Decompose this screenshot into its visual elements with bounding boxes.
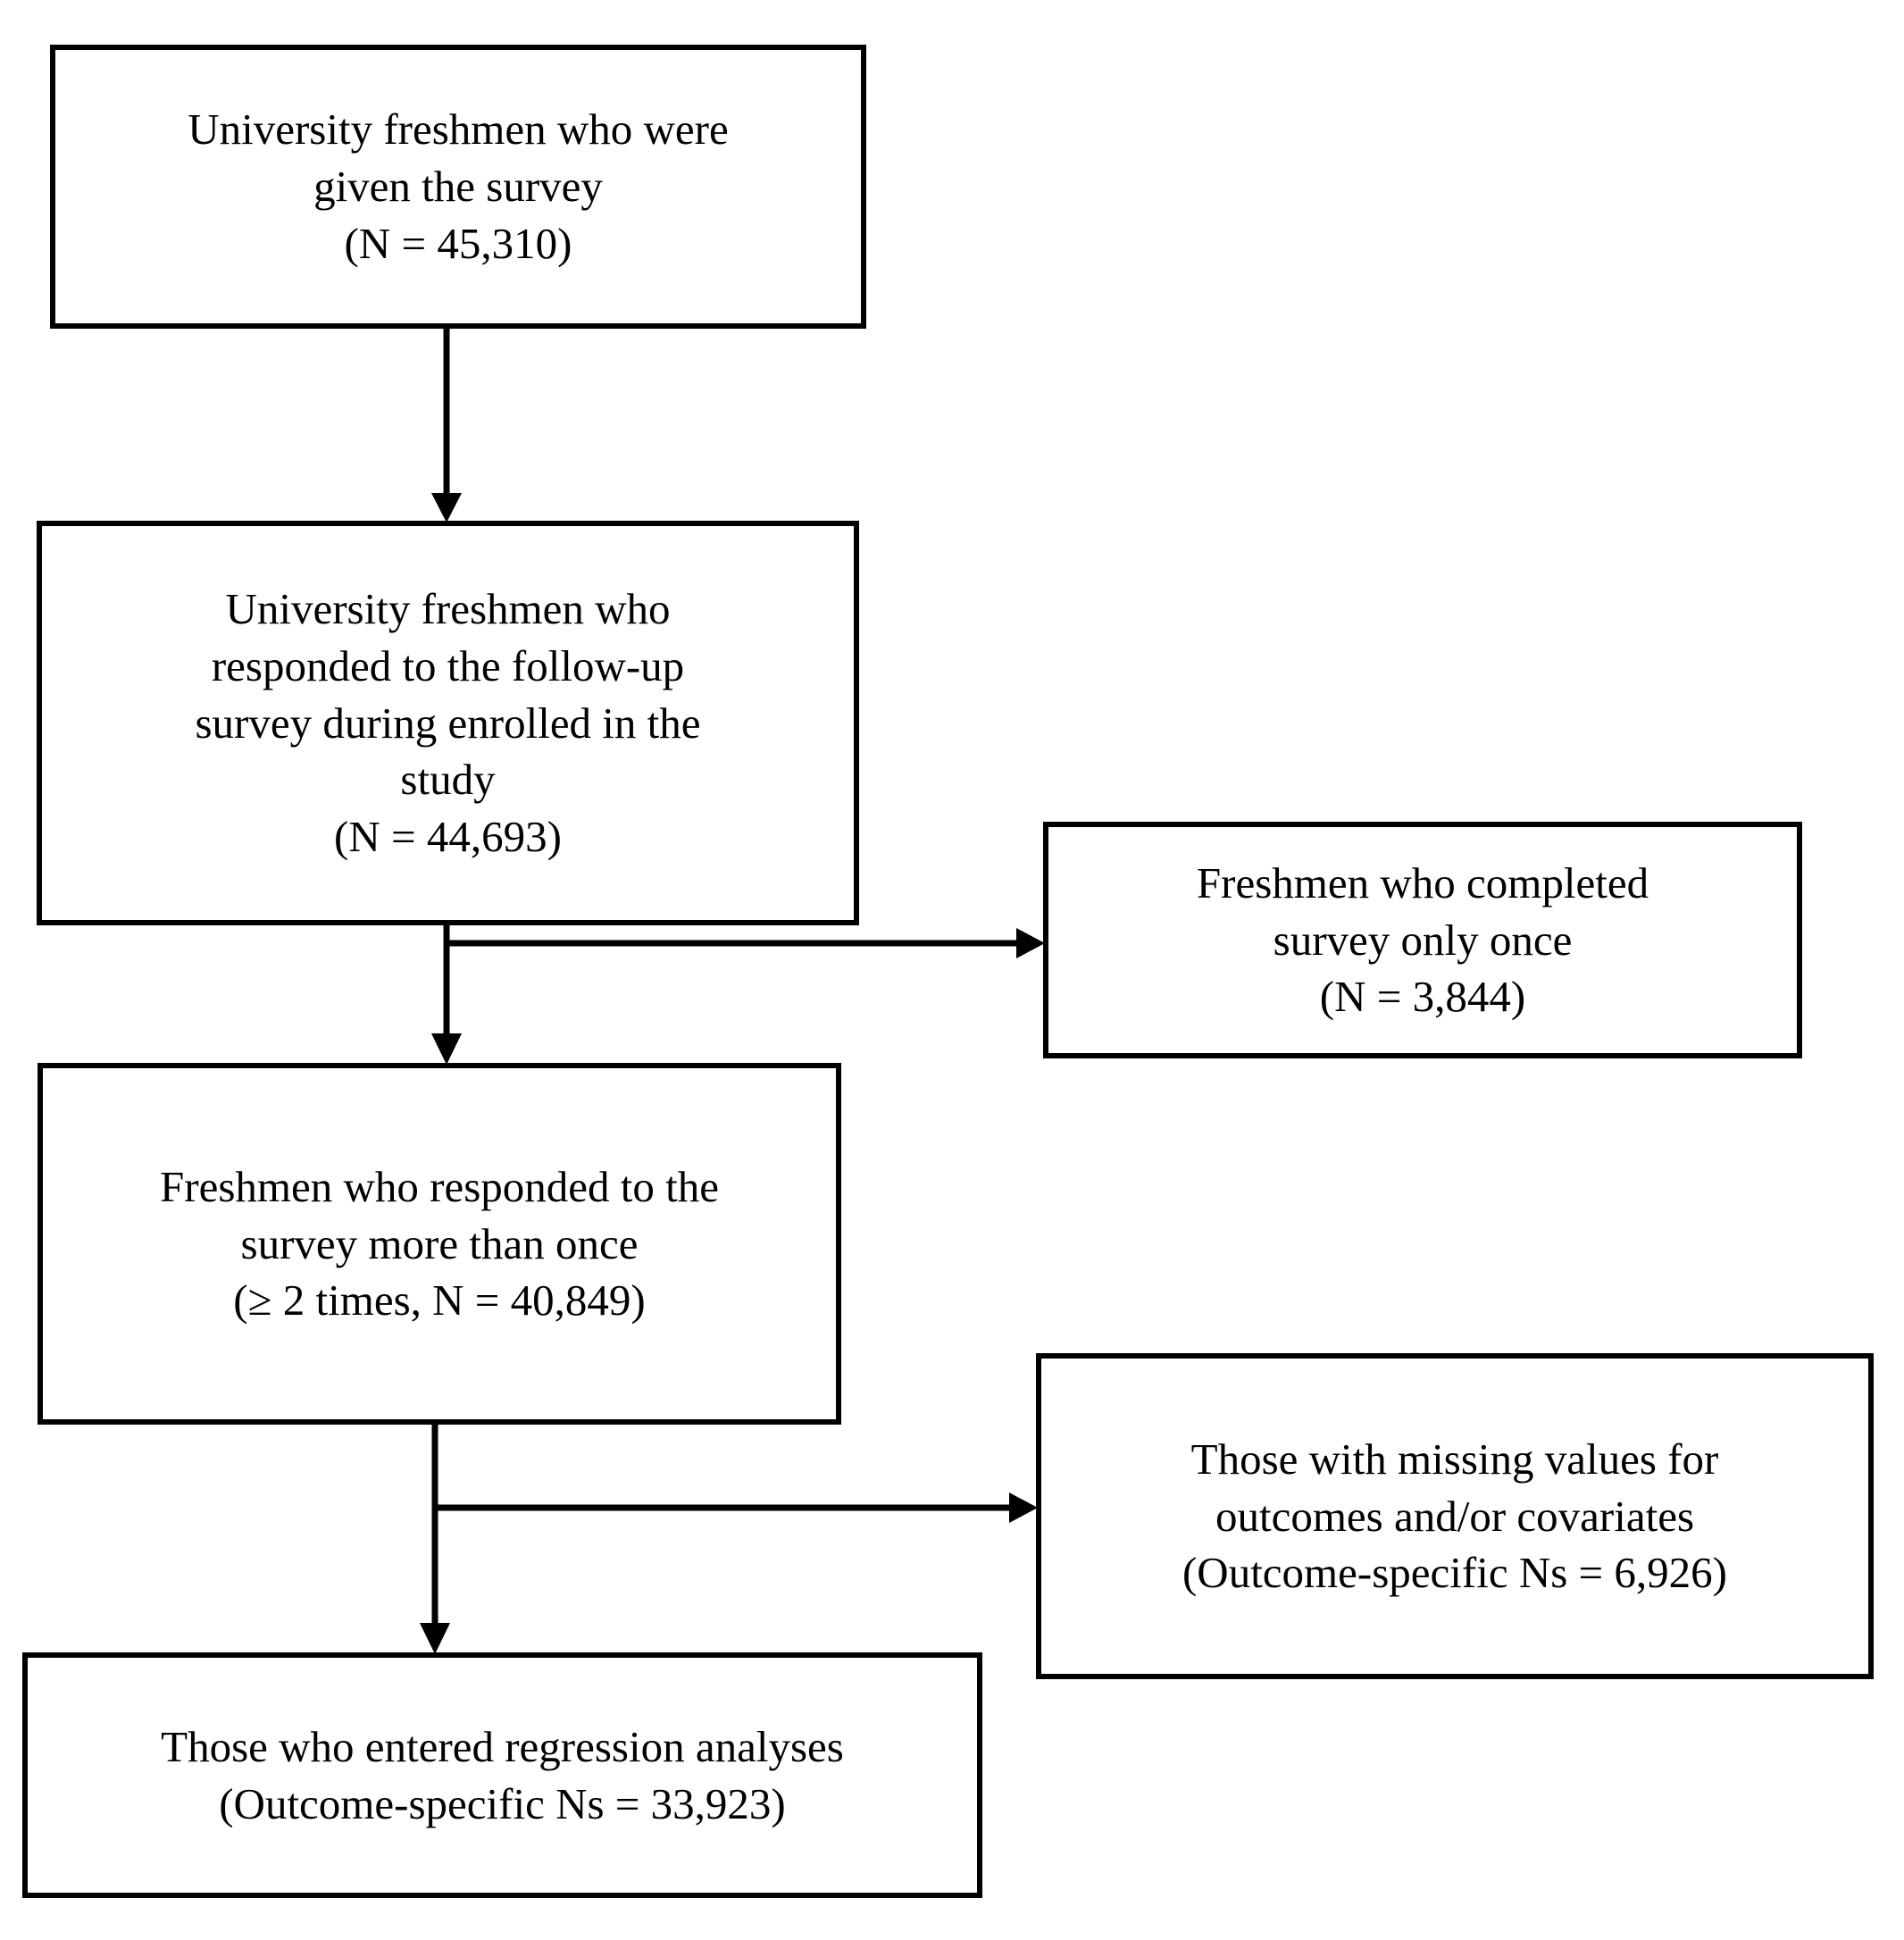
- box-given-line-2: given the survey: [313, 162, 603, 212]
- box-regression-line-2: (Outcome-specific Ns = 33,923): [219, 1778, 786, 1828]
- box-those-with-missing-values: Those with missing values for outcomes a…: [1036, 1353, 1874, 1679]
- box-followup-line-1: University freshmen who: [225, 584, 671, 634]
- box-morethan-line-2: survey more than once: [240, 1218, 639, 1268]
- box-given-line-3: (N = 45,310): [344, 218, 572, 268]
- box-followup-line-4: study: [400, 755, 496, 805]
- box-morethan-line-3: (≥ 2 times, N = 40,849): [233, 1275, 646, 1325]
- box-freshmen-completed-survey-once: Freshmen who completed survey only once …: [1043, 822, 1802, 1058]
- box-those-who-entered-regression-analyses: Those who entered regression analyses (O…: [22, 1652, 982, 1898]
- box-once-line-2: survey only once: [1273, 915, 1573, 965]
- box-given-line-1: University freshmen who were: [188, 105, 729, 155]
- arrow-followup-to-morethan: [431, 943, 462, 1065]
- box-once-line-1: Freshmen who completed: [1196, 857, 1649, 907]
- box-university-freshmen-given-survey: University freshmen who were given the s…: [50, 45, 866, 329]
- box-university-freshmen-responded-followup: University freshmen who responded to the…: [37, 521, 859, 925]
- box-missing-line-1: Those with missing values for: [1190, 1434, 1719, 1484]
- box-regression-line-1: Those who entered regression analyses: [161, 1721, 844, 1771]
- box-followup-line-2: responded to the follow-up: [211, 640, 685, 690]
- arrow-given-to-followup: [431, 329, 462, 523]
- box-freshmen-responded-more-than-once: Freshmen who responded to the survey mor…: [38, 1063, 841, 1425]
- arrow-morethan-to-regression: [420, 1508, 450, 1654]
- arrow-morethan-to-missing: [431, 1425, 1038, 1523]
- box-missing-line-3: (Outcome-specific Ns = 6,926): [1182, 1548, 1727, 1598]
- box-followup-line-3: survey during enrolled in the: [195, 698, 701, 748]
- box-followup-line-5: (N = 44,693): [334, 812, 562, 862]
- box-once-line-3: (N = 3,844): [1319, 972, 1526, 1022]
- arrow-followup-to-once: [443, 925, 1045, 958]
- box-morethan-line-1: Freshmen who responded to the: [160, 1161, 719, 1211]
- box-missing-line-2: outcomes and/or covariates: [1215, 1491, 1695, 1541]
